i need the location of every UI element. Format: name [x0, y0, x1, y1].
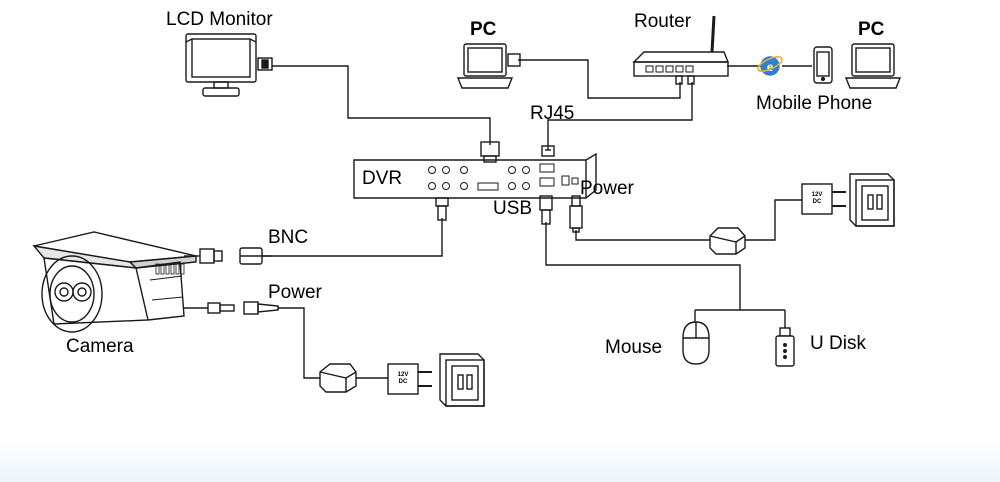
pc-icon [456, 43, 521, 89]
label-power-camera: Power [268, 282, 322, 303]
router-icon [632, 15, 730, 85]
label-u-disk: U Disk [810, 333, 866, 354]
bottom-fade [0, 440, 1000, 482]
svg-text:e: e [767, 60, 773, 75]
pc-icon [844, 43, 902, 89]
label-power-dvr: Power [580, 178, 634, 199]
label-bnc: BNC [268, 227, 309, 248]
label-mobile-phone: Mobile Phone [756, 93, 873, 114]
power-adapter-icon [319, 363, 432, 395]
camera-adapter-text-2: DC [398, 379, 408, 385]
dvr-icon [353, 141, 597, 233]
wall-socket-icon [849, 173, 895, 227]
power-adapter-icon [709, 183, 846, 255]
mouse-icon [682, 321, 710, 365]
monitor-icon [185, 33, 273, 97]
label-pc-right: PC [858, 19, 885, 40]
wires [240, 59, 812, 379]
camera-adapter-text-1: 12V [397, 372, 409, 378]
label-lcd-monitor: LCD Monitor [166, 9, 273, 30]
bnc-connector-icon [239, 247, 272, 265]
label-mouse: Mouse [605, 337, 663, 358]
mobile-phone-icon [813, 46, 833, 84]
dvr-adapter-text-1: 12V [811, 192, 823, 198]
label-pc-left: PC [470, 19, 497, 40]
label-usb: USB [493, 198, 533, 219]
wall-socket-icon [439, 353, 485, 407]
label-rj45: RJ45 [530, 103, 575, 124]
label-dvr: DVR [362, 168, 403, 189]
camera-icon [32, 231, 235, 333]
label-camera: Camera [66, 336, 134, 357]
usb-disk-icon [775, 327, 795, 367]
label-router: Router [634, 11, 692, 32]
internet-explorer-icon: e [757, 56, 783, 76]
dvr-adapter-text-2: DC [812, 199, 822, 205]
power-plug-icon [243, 301, 296, 315]
